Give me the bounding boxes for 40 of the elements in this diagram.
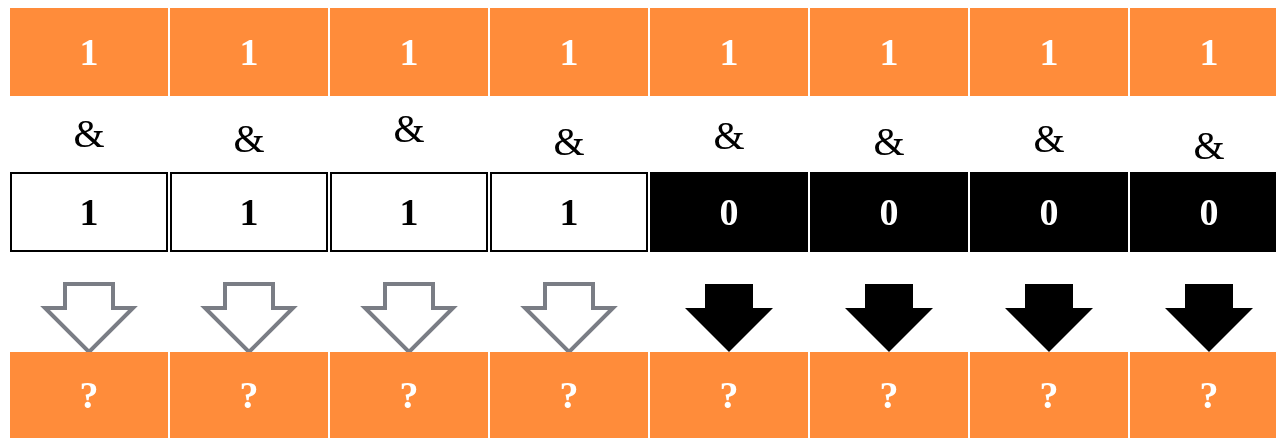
input-bit-cell: 1 <box>170 8 328 96</box>
and-operator-symbol: & <box>72 110 106 157</box>
result-bit-cell: ? <box>650 352 808 438</box>
input-bit-cell: 1 <box>10 8 168 96</box>
input-bit-cell: 1 <box>970 8 1128 96</box>
hollow-down-arrow <box>360 282 458 355</box>
mask-bit-cell: 0 <box>970 172 1128 252</box>
and-operator-symbol: & <box>712 112 746 159</box>
mask-bit-cell: 1 <box>10 172 168 252</box>
solid-down-arrow <box>1165 284 1253 352</box>
and-operator-symbol: & <box>552 118 586 165</box>
result-bit-cell: ? <box>1130 352 1276 438</box>
and-operator-symbol: & <box>392 105 426 152</box>
result-bit-cell: ? <box>170 352 328 438</box>
hollow-down-arrow <box>200 282 298 355</box>
mask-bit-cell: 0 <box>810 172 968 252</box>
mask-bit-cell: 0 <box>650 172 808 252</box>
hollow-down-arrow <box>40 282 138 355</box>
result-bit-cell: ? <box>810 352 968 438</box>
and-operator-symbol: & <box>1032 115 1066 162</box>
input-bit-cell: 1 <box>490 8 648 96</box>
input-bit-cell: 1 <box>1130 8 1276 96</box>
mask-bit-cell: 1 <box>170 172 328 252</box>
input-bit-cell: 1 <box>810 8 968 96</box>
hollow-down-arrow <box>520 282 618 355</box>
result-bit-cell: ? <box>330 352 488 438</box>
solid-down-arrow <box>685 284 773 352</box>
mask-bit-cell: 1 <box>330 172 488 252</box>
mask-bit-cell: 0 <box>1130 172 1276 252</box>
mask-bit-cell: 1 <box>490 172 648 252</box>
and-operator-symbol: & <box>1192 122 1226 169</box>
result-bit-cell: ? <box>490 352 648 438</box>
result-bit-cell: ? <box>970 352 1128 438</box>
input-bit-cell: 1 <box>330 8 488 96</box>
solid-down-arrow <box>1005 284 1093 352</box>
and-operator-symbol: & <box>232 115 266 162</box>
and-operator-symbol: & <box>872 118 906 165</box>
result-bit-cell: ? <box>10 352 168 438</box>
solid-down-arrow <box>845 284 933 352</box>
input-bit-cell: 1 <box>650 8 808 96</box>
